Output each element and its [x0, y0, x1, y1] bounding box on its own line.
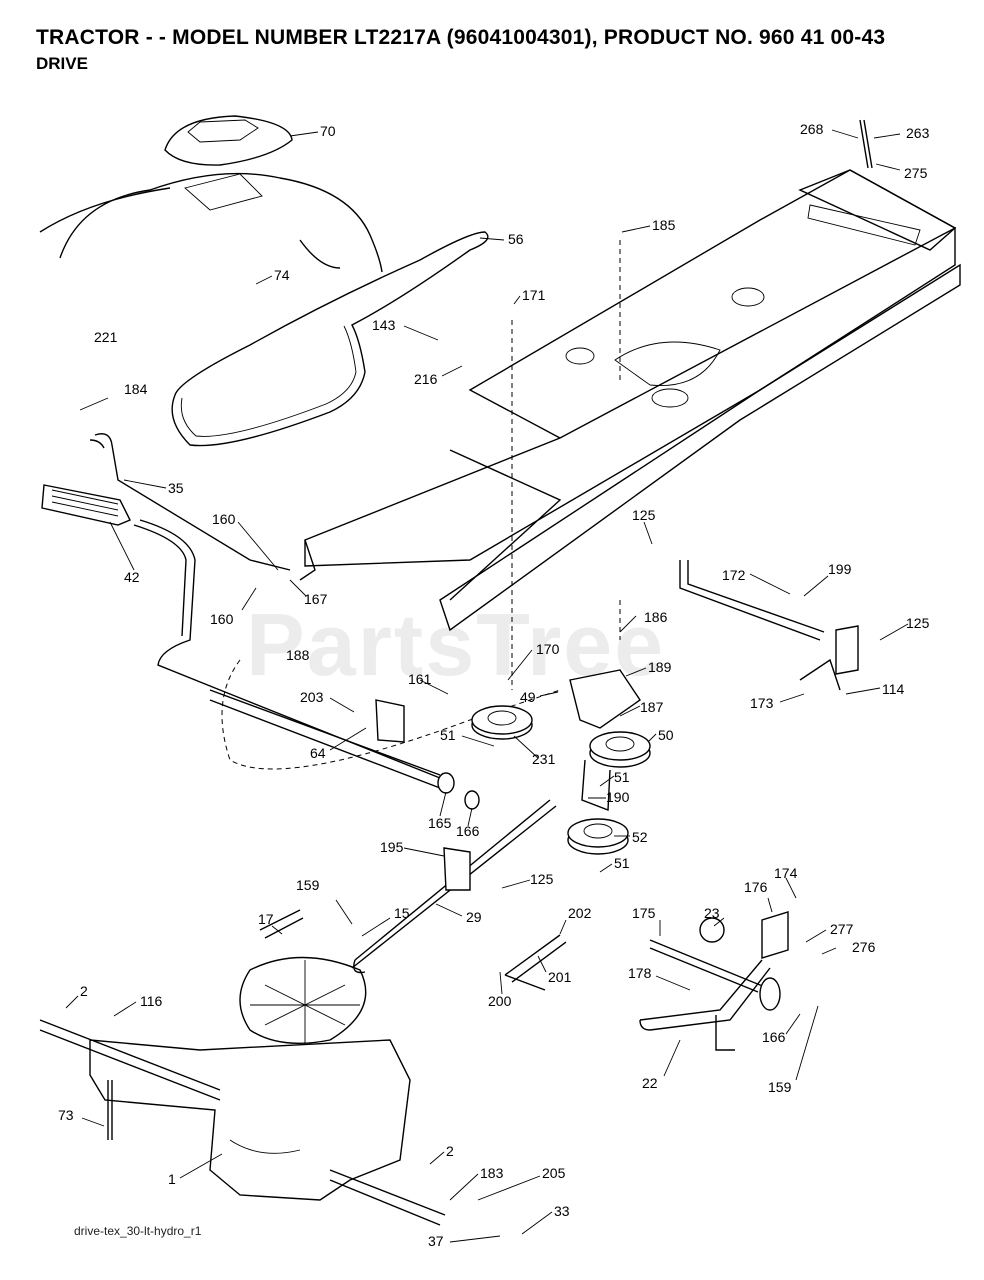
- callout-114: 114: [882, 681, 905, 697]
- callout-231: 231: [532, 751, 556, 767]
- callout-49: 49: [520, 689, 536, 705]
- callout-22: 22: [642, 1075, 658, 1091]
- callout-184: 184: [124, 381, 148, 397]
- callout-170: 170: [536, 641, 560, 657]
- pulley-50: [589, 731, 651, 768]
- callout-56: 56: [508, 231, 524, 247]
- page-subtitle: DRIVE: [36, 54, 88, 73]
- callout-64: 64: [310, 745, 326, 761]
- callout-205: 205: [542, 1165, 566, 1181]
- callout-51-c: 51: [614, 855, 630, 871]
- callout-116: 116: [140, 993, 163, 1009]
- callout-70: 70: [320, 123, 336, 139]
- pulley-231: [471, 705, 533, 740]
- callout-labels: 70 268 263 275 185 56 74 171 143 216 221…: [58, 121, 930, 1249]
- callout-173: 173: [750, 695, 774, 711]
- hood-part: [39, 115, 383, 273]
- callout-183: 183: [480, 1165, 504, 1181]
- callout-221: 221: [94, 329, 118, 345]
- callout-175: 175: [632, 905, 656, 921]
- callout-17: 17: [258, 911, 274, 927]
- callout-2-a: 2: [80, 983, 88, 999]
- leader-lines: [65, 129, 909, 1243]
- callout-125-c: 125: [530, 871, 554, 887]
- callout-1: 1: [168, 1171, 176, 1187]
- callout-166-a: 166: [456, 823, 480, 839]
- callout-171: 171: [522, 287, 546, 303]
- callout-29: 29: [466, 909, 482, 925]
- callout-190: 190: [606, 789, 630, 805]
- callout-23: 23: [704, 905, 720, 921]
- pulley-52: [567, 818, 629, 855]
- callout-37: 37: [428, 1233, 444, 1249]
- callout-216: 216: [414, 371, 438, 387]
- callout-195: 195: [380, 839, 404, 855]
- callout-200: 200: [488, 993, 512, 1009]
- drive-belt: [171, 231, 489, 447]
- frame-part: [299, 169, 961, 632]
- callout-51-b: 51: [614, 769, 630, 785]
- pedal-part: [41, 433, 446, 781]
- callout-166-b: 166: [762, 1029, 786, 1045]
- transaxle-part: [39, 956, 446, 1226]
- callout-178: 178: [628, 965, 652, 981]
- callout-33: 33: [554, 1203, 570, 1219]
- callout-203: 203: [300, 689, 324, 705]
- callout-35: 35: [168, 480, 184, 496]
- callout-275: 275: [904, 165, 928, 181]
- callout-161: 161: [408, 671, 432, 687]
- callout-51-a: 51: [440, 727, 456, 743]
- callout-167: 167: [304, 591, 328, 607]
- callout-42: 42: [124, 569, 140, 585]
- callout-263: 263: [906, 125, 930, 141]
- callout-268: 268: [800, 121, 824, 137]
- callout-52: 52: [632, 829, 648, 845]
- callout-50: 50: [658, 727, 674, 743]
- callout-187: 187: [640, 699, 664, 715]
- callout-160-a: 160: [212, 511, 236, 527]
- callout-189: 189: [648, 659, 672, 675]
- callout-174: 174: [774, 865, 798, 881]
- callout-172: 172: [722, 567, 746, 583]
- callout-125-b: 125: [906, 615, 930, 631]
- callout-201: 201: [548, 969, 572, 985]
- callout-199: 199: [828, 561, 852, 577]
- callout-159-a: 159: [296, 877, 320, 893]
- callout-277: 277: [830, 921, 854, 937]
- callout-276: 276: [852, 939, 876, 955]
- callout-159-b: 159: [768, 1079, 792, 1095]
- diagram-footer: drive-tex_30-lt-hydro_r1: [74, 1224, 202, 1238]
- callout-165: 165: [428, 815, 452, 831]
- callout-143: 143: [372, 317, 396, 333]
- callout-74: 74: [274, 267, 290, 283]
- callout-73: 73: [58, 1107, 74, 1123]
- callout-2-b: 2: [446, 1143, 454, 1159]
- page-title: TRACTOR - - MODEL NUMBER LT2217A (960410…: [36, 26, 886, 49]
- watermark: PartsTree: [246, 595, 666, 694]
- callout-186: 186: [644, 609, 668, 625]
- callout-185: 185: [652, 217, 676, 233]
- callout-160-b: 160: [210, 611, 234, 627]
- callout-202: 202: [568, 905, 592, 921]
- callout-125-a: 125: [632, 507, 656, 523]
- callout-176: 176: [744, 879, 768, 895]
- callout-15: 15: [394, 905, 410, 921]
- callout-188: 188: [286, 647, 310, 663]
